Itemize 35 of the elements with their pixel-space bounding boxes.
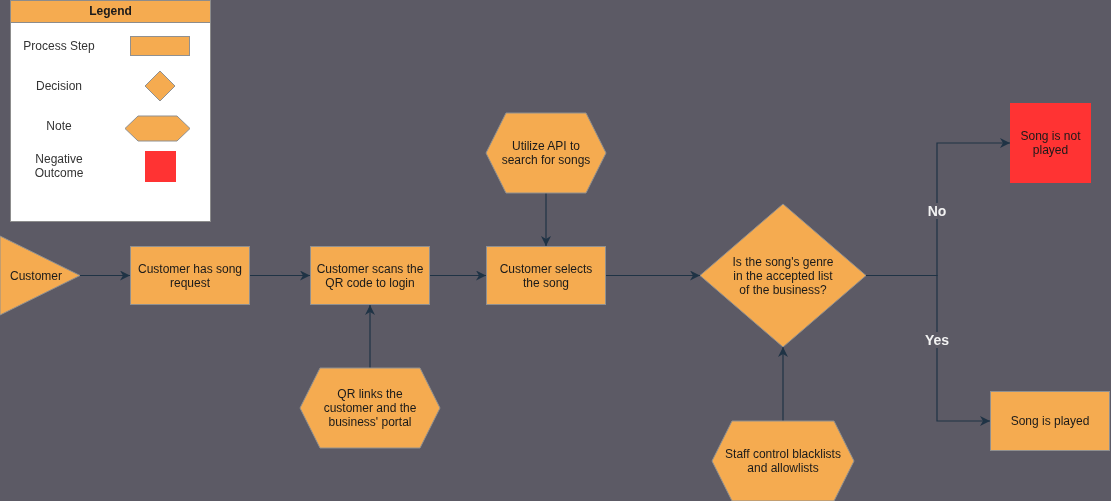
legend-label: Negative Outcome bbox=[33, 152, 85, 180]
node-label: Customer selects the song bbox=[498, 261, 594, 290]
process-box bbox=[310, 246, 430, 305]
node-label: Customer has song request bbox=[136, 261, 244, 290]
node-label: Customer bbox=[10, 268, 62, 283]
connector-arrow bbox=[865, 274, 991, 426]
node-label: Is the song's genre in the accepted list of the business? bbox=[731, 254, 835, 297]
node-label: Customer scans the QR code to login bbox=[315, 261, 425, 290]
legend-label: Process Step bbox=[23, 39, 95, 53]
process-box bbox=[990, 391, 1110, 451]
node-label: Staff control blacklists and allowlists bbox=[725, 447, 841, 475]
connector-arrow bbox=[365, 304, 375, 369]
node-label: Song is played bbox=[1010, 414, 1090, 428]
connector-arrow bbox=[541, 192, 551, 247]
process-box bbox=[130, 246, 250, 305]
start-triangle bbox=[0, 236, 80, 315]
connector-arrow bbox=[605, 270, 701, 281]
node-label: QR links the customer and the business' portal bbox=[322, 387, 418, 429]
process-box bbox=[486, 246, 606, 305]
legend-label: Decision bbox=[36, 79, 82, 93]
connector-arrow bbox=[79, 270, 131, 281]
negative-outcome-box bbox=[1010, 103, 1091, 183]
legend-label: Note bbox=[46, 119, 72, 133]
connector-arrow bbox=[429, 270, 487, 281]
node-label: Song is not played bbox=[1019, 129, 1082, 157]
legend-title: Legend bbox=[11, 1, 210, 23]
edge-label: Yes bbox=[923, 332, 951, 348]
note-hexagon bbox=[486, 113, 606, 193]
note-hexagon bbox=[300, 368, 440, 448]
connector-arrow bbox=[249, 270, 311, 281]
note-hexagon bbox=[712, 421, 854, 501]
connector-arrow bbox=[778, 346, 788, 422]
node-label: Utilize API to search for songs bbox=[500, 139, 592, 167]
edge-label: No bbox=[926, 203, 948, 219]
decision-diamond bbox=[700, 204, 866, 347]
